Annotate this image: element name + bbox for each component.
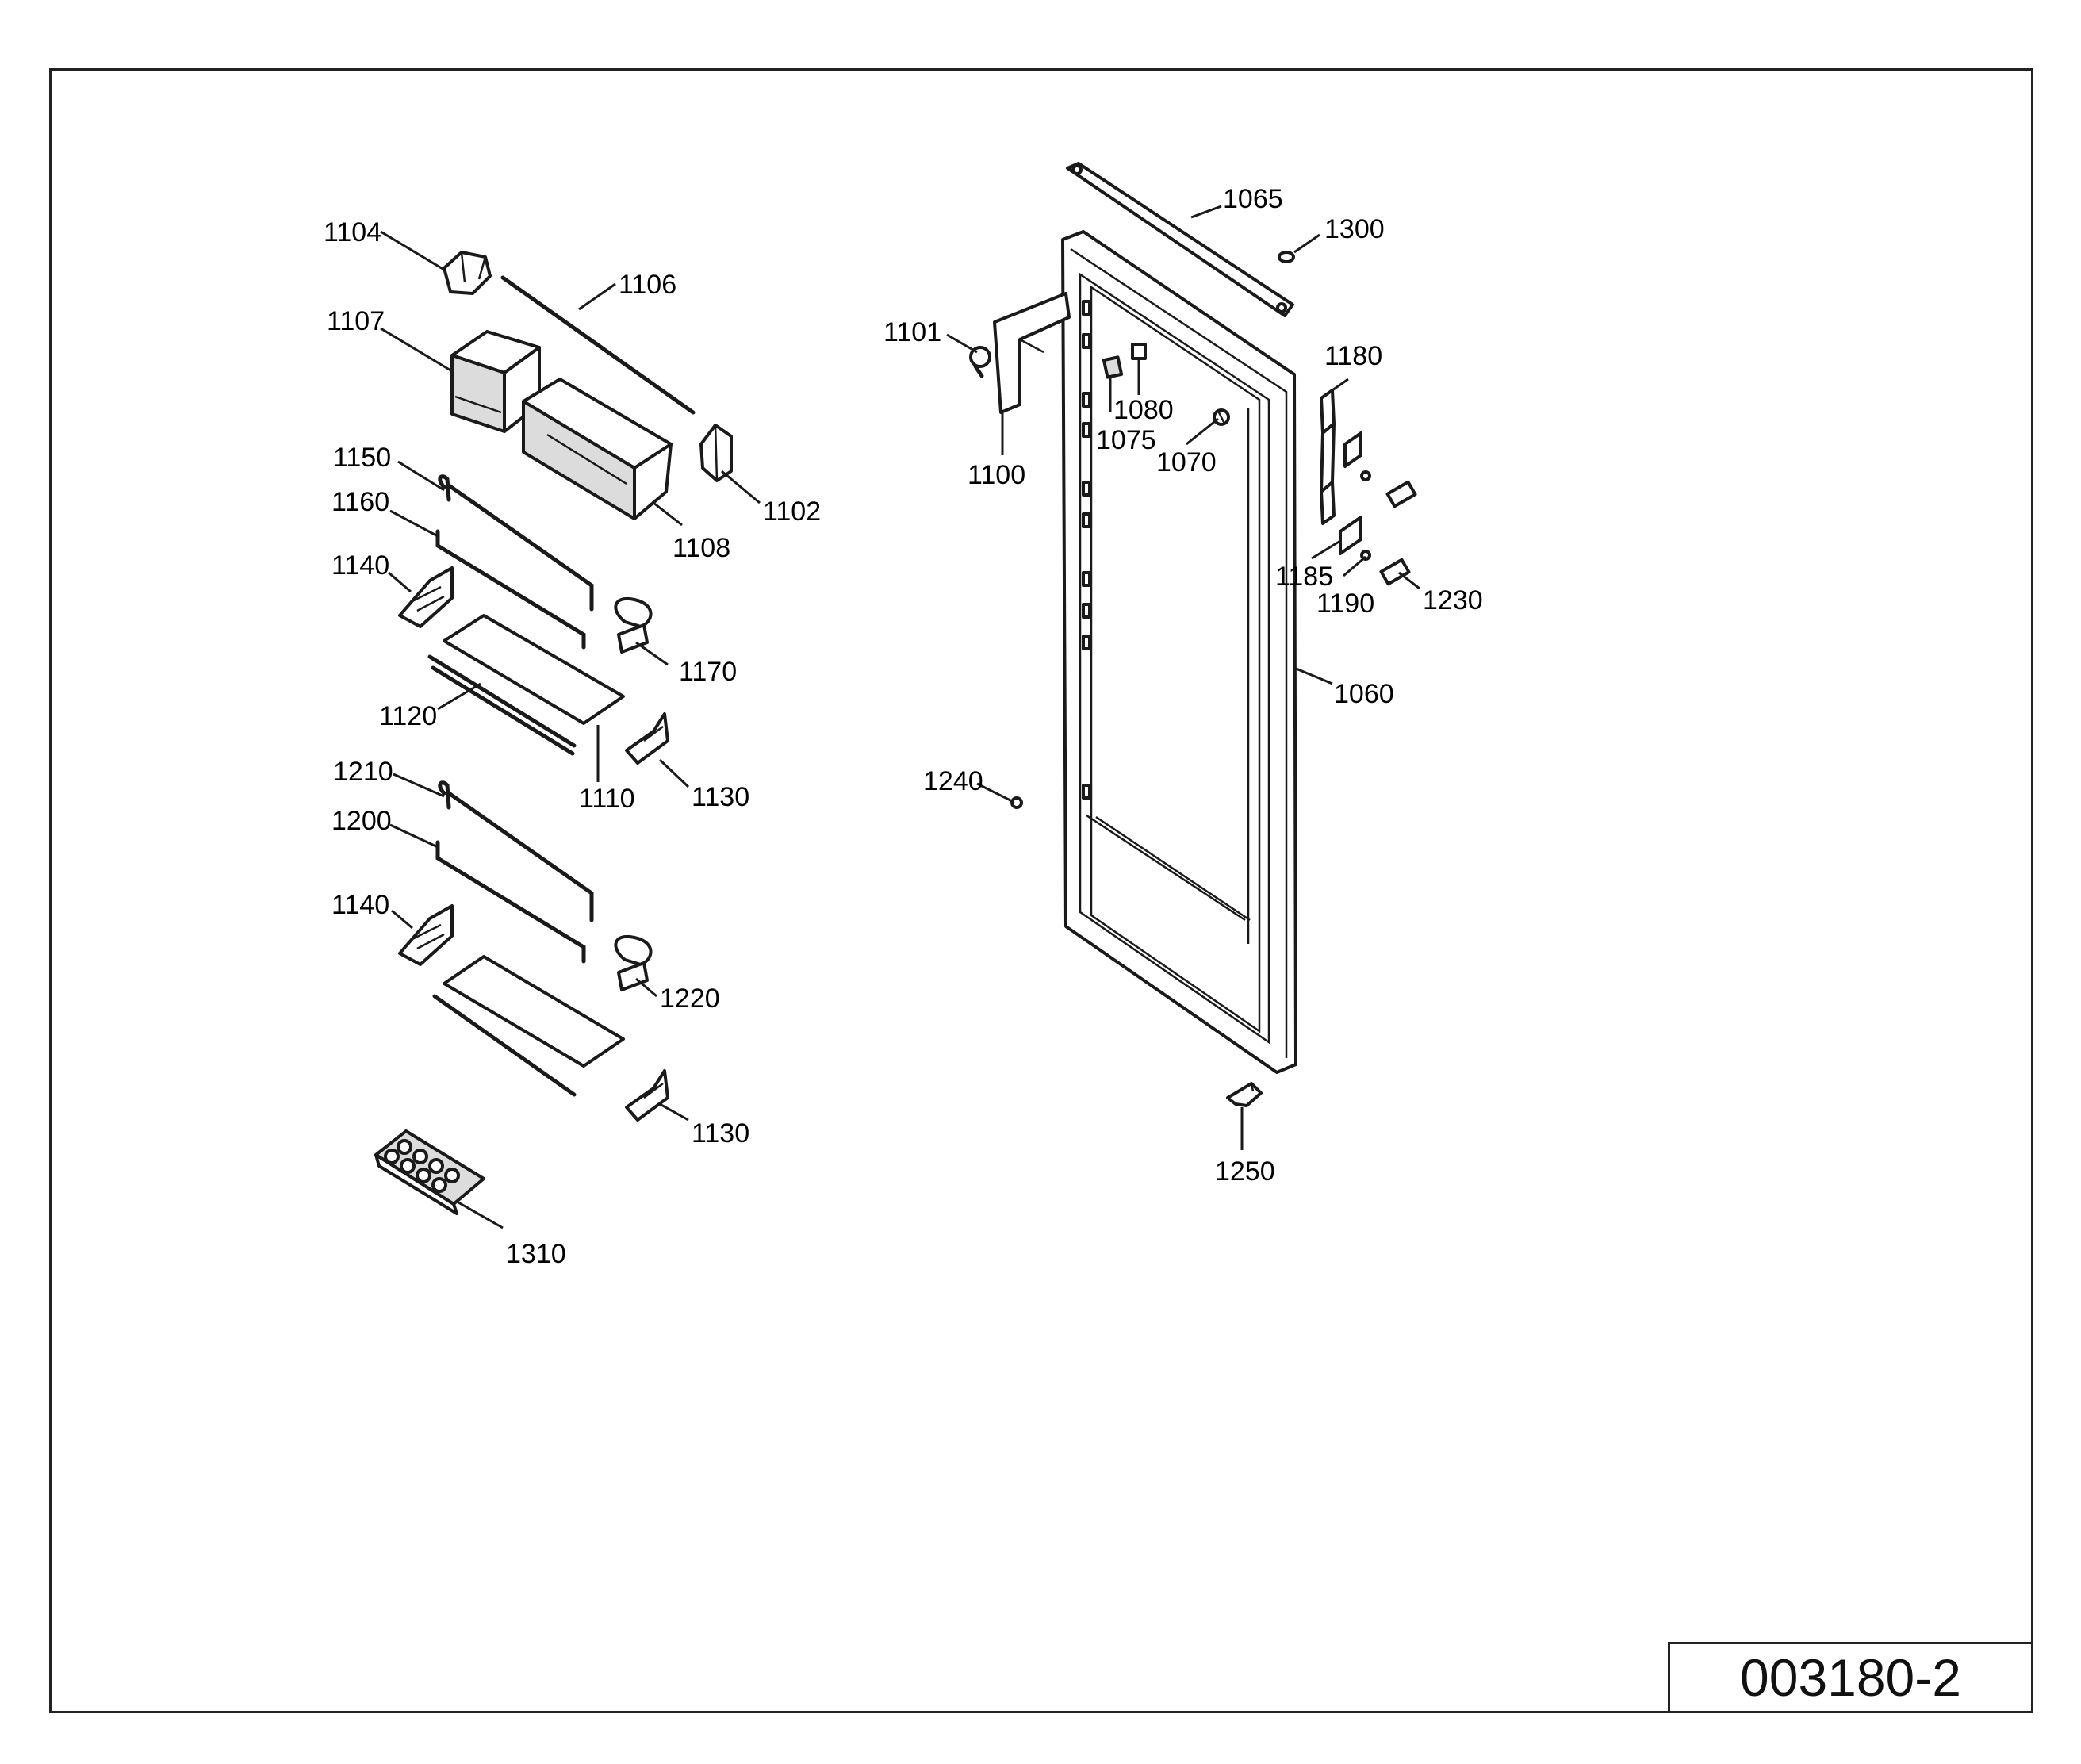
part-1075-latch — [1102, 355, 1124, 379]
callout-1140-lower: 1140 — [332, 890, 389, 920]
part-lower-shelf-plate — [443, 955, 625, 1068]
callout-1180: 1180 — [1324, 341, 1382, 371]
part-1140-bracket-upper — [398, 566, 454, 628]
drawing-number-box: 003180-2 — [1668, 1642, 2033, 1713]
callout-1080: 1080 — [1113, 395, 1174, 425]
part-1060-door-panel — [1061, 230, 1297, 1074]
leader-lines — [380, 205, 1420, 1229]
callout-1102: 1102 — [763, 497, 821, 527]
part-1220-clip — [614, 934, 653, 991]
callout-1101: 1101 — [883, 317, 941, 347]
part-1130-bracket-lower — [625, 1069, 669, 1122]
part-1250-bottom-hinge — [1226, 1082, 1263, 1107]
callout-1065: 1065 — [1223, 184, 1283, 214]
callout-1210: 1210 — [333, 757, 393, 787]
part-1110-rail-edge — [431, 665, 575, 756]
callout-1070: 1070 — [1156, 447, 1217, 477]
callout-1120: 1120 — [379, 701, 437, 731]
part-1080-block — [1131, 343, 1147, 360]
callout-1150: 1150 — [333, 443, 391, 473]
part-1180-hinge — [1320, 389, 1371, 561]
part-1104-bracket — [443, 251, 492, 295]
callout-1130-lower: 1130 — [692, 1118, 749, 1149]
part-1150-wire — [438, 474, 594, 612]
part-1101-screw — [969, 346, 991, 378]
callout-1107: 1107 — [327, 306, 385, 336]
part-1160-wire — [435, 529, 586, 650]
callout-1106: 1106 — [619, 270, 676, 300]
callout-1190: 1190 — [1316, 589, 1374, 619]
part-1065-top-trim — [1066, 162, 1294, 317]
part-1170-clip — [614, 596, 653, 654]
callout-labels: 1104 1106 1107 1102 1108 1150 1160 1140 … — [324, 184, 1483, 1269]
part-1240-fastener — [1010, 796, 1023, 809]
callout-1130-upper: 1130 — [692, 782, 749, 812]
part-lower-rail — [432, 994, 577, 1097]
callout-1185: 1185 — [1275, 562, 1333, 592]
drawing-frame — [49, 68, 2033, 1713]
callout-1240: 1240 — [923, 766, 983, 796]
callout-1250: 1250 — [1215, 1156, 1275, 1187]
part-1100-side-bracket — [993, 292, 1071, 414]
callout-1230: 1230 — [1423, 585, 1483, 615]
part-1300-cap — [1278, 251, 1295, 263]
part-1070-fastener — [1213, 408, 1230, 426]
callout-1200: 1200 — [332, 806, 392, 836]
callout-1075: 1075 — [1096, 425, 1156, 455]
part-1200-wire — [435, 840, 586, 964]
part-1120-shelf-plate — [443, 614, 625, 725]
callout-1100: 1100 — [968, 460, 1025, 490]
callout-1060: 1060 — [1334, 679, 1394, 709]
callout-1108: 1108 — [673, 533, 730, 563]
callout-1170: 1170 — [679, 657, 737, 687]
part-1210-wire — [438, 780, 594, 922]
callout-1300: 1300 — [1324, 214, 1385, 244]
part-1108-large-bin — [522, 378, 673, 520]
callout-1104: 1104 — [324, 217, 381, 247]
part-1230-cover — [1379, 558, 1411, 586]
callout-1160: 1160 — [332, 487, 389, 517]
part-1140-bracket-lower — [398, 904, 454, 966]
callout-1310: 1310 — [506, 1239, 566, 1269]
callout-1110: 1110 — [579, 784, 635, 814]
callout-1220: 1220 — [660, 984, 720, 1014]
part-1107-small-bin — [450, 330, 541, 433]
part-1102-bracket — [699, 424, 733, 482]
part-liner-slots — [1082, 300, 1091, 800]
part-1110-rail — [427, 654, 577, 748]
callout-1140-upper: 1140 — [332, 550, 389, 581]
part-1106-rod — [500, 275, 696, 415]
part-1185-hinge-cover — [1385, 480, 1417, 508]
part-1310-egg-tray — [374, 1129, 485, 1215]
part-1130-bracket-upper — [625, 712, 669, 765]
